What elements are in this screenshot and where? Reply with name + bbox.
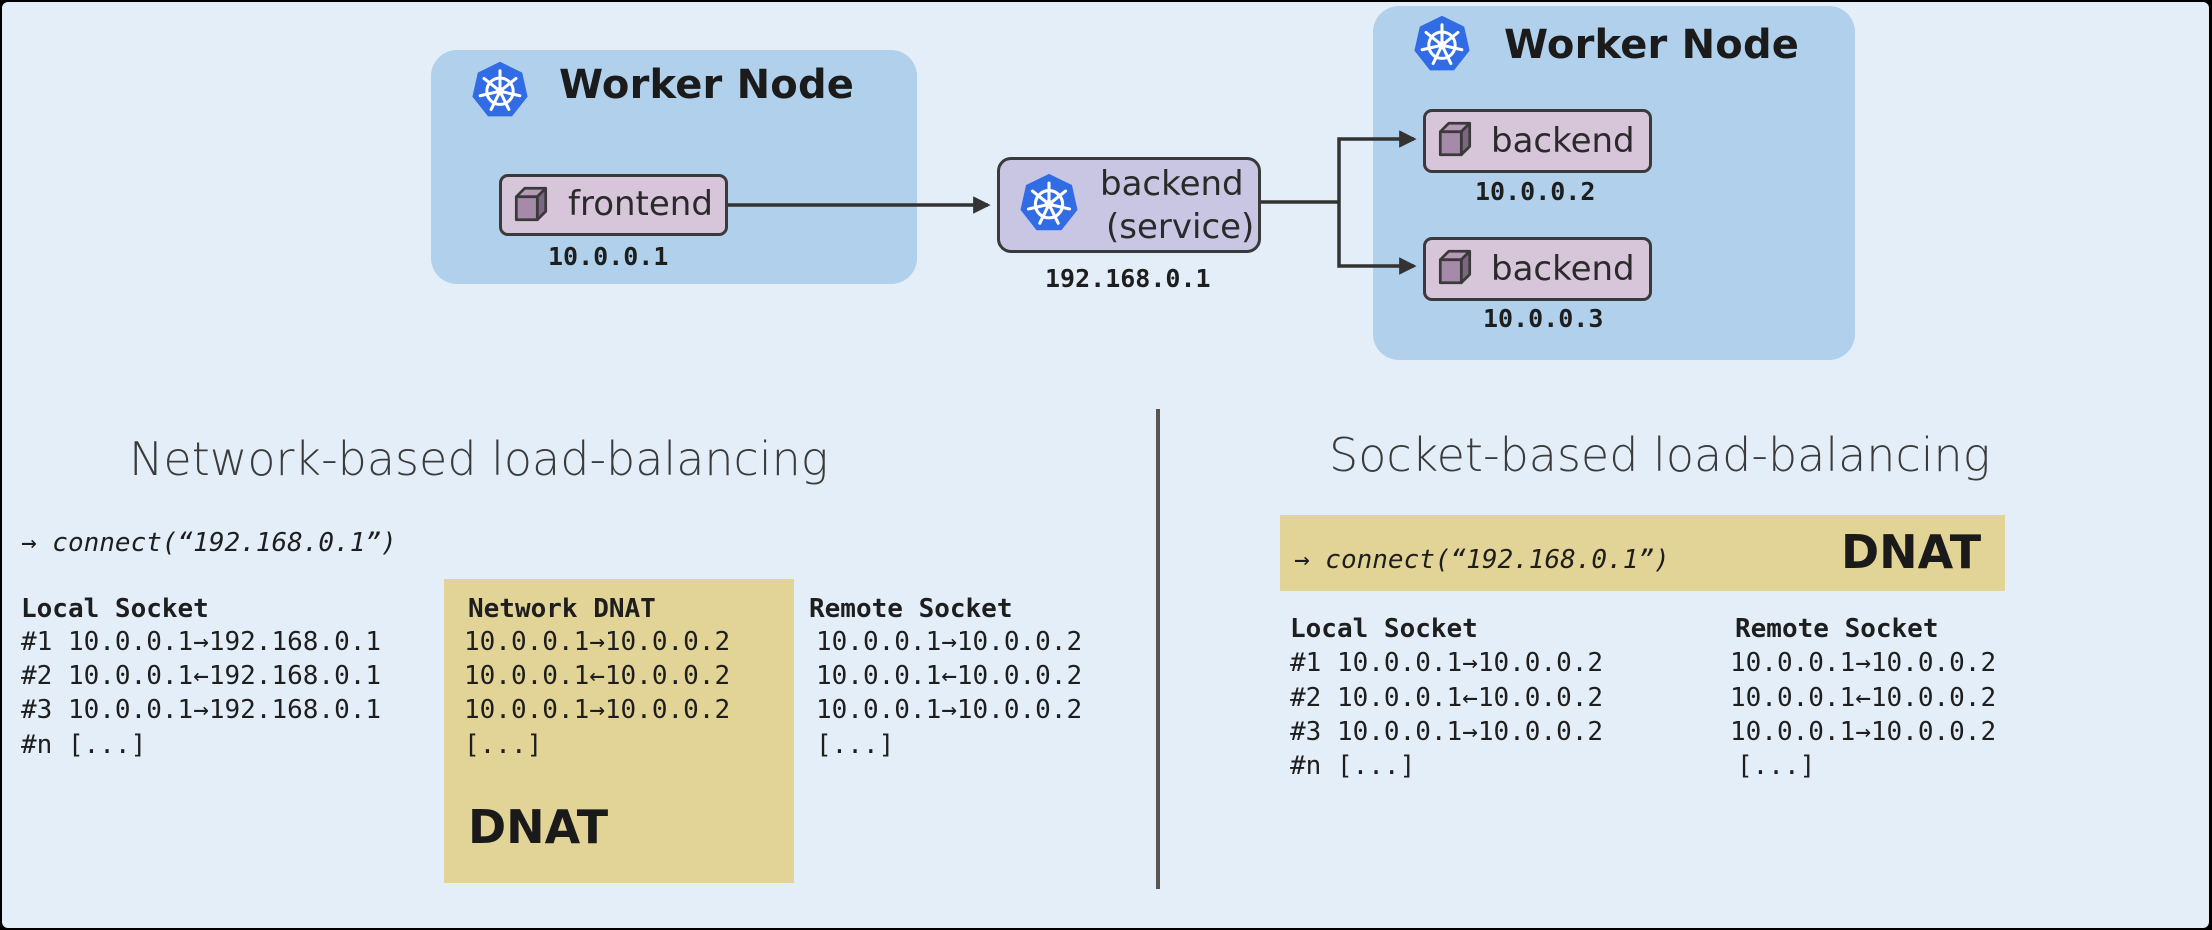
local-socket-row: #2 10.0.0.1←10.0.0.2 <box>1290 683 1604 713</box>
frontend-ip: 10.0.0.1 <box>548 242 669 271</box>
backend-2-ip: 10.0.0.3 <box>1483 304 1604 333</box>
remote-socket-header: Remote Socket <box>809 594 1013 624</box>
network-dnat-label: DNAT <box>468 800 609 854</box>
network-dnat-row: 10.0.0.1→10.0.0.2 <box>464 627 731 657</box>
service-to-backend-1-arrow <box>1337 130 1417 202</box>
cube-icon <box>1434 117 1476 159</box>
local-socket-row: #n [...] <box>21 730 147 760</box>
remote-socket-row: 10.0.0.1←10.0.0.2 <box>816 661 1083 691</box>
network-dnat-row: [...] <box>464 730 543 760</box>
remote-socket-row: 10.0.0.1→10.0.0.2 <box>816 695 1083 725</box>
network-dnat-row: 10.0.0.1→10.0.0.2 <box>464 695 731 725</box>
local-socket-row: #n [...] <box>1290 751 1416 781</box>
remote-socket-row: 10.0.0.1→10.0.0.2 <box>816 627 1083 657</box>
service-label-line1: backend <box>1100 164 1244 204</box>
socket-lb-connect: → connect(“192.168.0.1”) <box>1294 545 1670 575</box>
backend-1-ip: 10.0.0.2 <box>1475 177 1596 206</box>
socket-dnat-label: DNAT <box>1841 525 1982 579</box>
service-to-backend-2-arrow <box>1337 202 1417 275</box>
remote-socket-header: Remote Socket <box>1735 614 1939 644</box>
local-socket-row: #2 10.0.0.1←192.168.0.1 <box>21 661 382 691</box>
socket-dnat-bar <box>1280 515 2005 591</box>
network-dnat-block <box>444 579 794 883</box>
remote-socket-row: [...] <box>816 730 895 760</box>
section-divider <box>1156 409 1160 889</box>
network-dnat-header: Network DNAT <box>468 594 656 624</box>
service-label-line2: (service) <box>1106 207 1255 247</box>
cube-icon <box>1434 245 1476 287</box>
cube-icon <box>510 182 552 224</box>
service-ip: 192.168.0.1 <box>1045 264 1211 293</box>
connection-arrows <box>727 130 1417 275</box>
backend-2-label: backend <box>1491 249 1635 289</box>
worker-node-right-title: Worker Node <box>1504 22 1800 68</box>
local-socket-row: #3 10.0.0.1→10.0.0.2 <box>1290 717 1604 747</box>
local-socket-header: Local Socket <box>21 594 209 624</box>
local-socket-header: Local Socket <box>1290 614 1478 644</box>
remote-socket-row: 10.0.0.1←10.0.0.2 <box>1730 683 1997 713</box>
remote-socket-row: 10.0.0.1→10.0.0.2 <box>1730 648 1997 678</box>
local-socket-row: #1 10.0.0.1→10.0.0.2 <box>1290 648 1604 678</box>
remote-socket-row: [...] <box>1737 751 1816 781</box>
network-lb-connect: → connect(“192.168.0.1”) <box>21 528 397 558</box>
frontend-label: frontend <box>568 184 713 224</box>
socket-lb-heading: Socket-based load-balancing <box>1329 428 1991 482</box>
remote-socket-row: 10.0.0.1→10.0.0.2 <box>1730 717 1997 747</box>
backend-1-label: backend <box>1491 121 1635 161</box>
kubernetes-wheel-icon <box>1018 172 1080 234</box>
worker-node-left-title: Worker Node <box>559 62 855 108</box>
local-socket-row: #3 10.0.0.1→192.168.0.1 <box>21 695 382 725</box>
network-lb-heading: Network-based load-balancing <box>129 432 829 486</box>
local-socket-row: #1 10.0.0.1→192.168.0.1 <box>21 627 382 657</box>
network-dnat-row: 10.0.0.1←10.0.0.2 <box>464 661 731 691</box>
